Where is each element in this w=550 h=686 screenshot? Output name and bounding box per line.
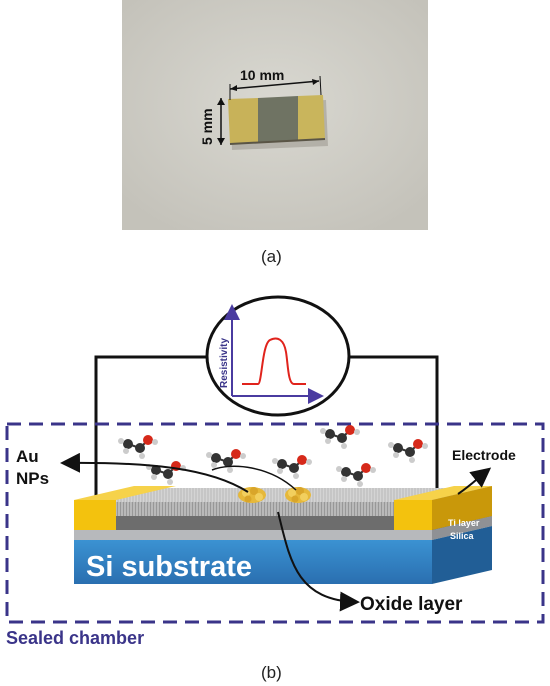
left-electrode-pad [228, 98, 258, 144]
right-electrode-pad [298, 95, 325, 141]
oxide-layer [74, 502, 432, 525]
au-nanoparticles [238, 487, 311, 503]
substrate-label: Si substrate [86, 551, 252, 583]
sealed-chamber-border [7, 424, 543, 622]
substrate-top [74, 526, 492, 540]
right-circuit-wire [349, 357, 437, 500]
right-electrode [394, 500, 432, 530]
left-circuit-wire [96, 357, 208, 500]
device-photo-drawing: 10 mm 5 mm [122, 0, 428, 230]
au-pointer [64, 463, 248, 492]
film-top [74, 488, 492, 502]
silica-label: Silica [450, 531, 475, 541]
ti-layer [74, 530, 432, 540]
oxide-layer-label: Oxide layer [360, 594, 463, 615]
chamber-label: Sealed chamber [6, 628, 144, 648]
resistivity-meter [207, 297, 349, 415]
au-label-line2: NPs [16, 469, 49, 488]
si-substrate [74, 540, 432, 584]
height-label: 5 mm [199, 108, 215, 145]
width-label: 10 mm [240, 67, 284, 83]
resistivity-curve [242, 339, 306, 385]
electrode-pointer [458, 470, 488, 494]
ti-layer-label: Ti layer [448, 518, 480, 528]
oxide-pointer [278, 512, 356, 602]
ethanol-molecules [118, 425, 428, 487]
plot-y-label: Resistivity [219, 338, 230, 388]
au-label-line1: Au [16, 447, 39, 466]
caption-a: (a) [261, 247, 282, 267]
device-photo: 10 mm 5 mm [122, 0, 428, 230]
sensing-film [258, 96, 298, 143]
au-pointer-2 [212, 466, 296, 490]
caption-b: (b) [261, 663, 282, 683]
left-electrode [74, 500, 116, 530]
electrode-label: Electrode [452, 447, 516, 463]
substrate-side [432, 526, 492, 584]
